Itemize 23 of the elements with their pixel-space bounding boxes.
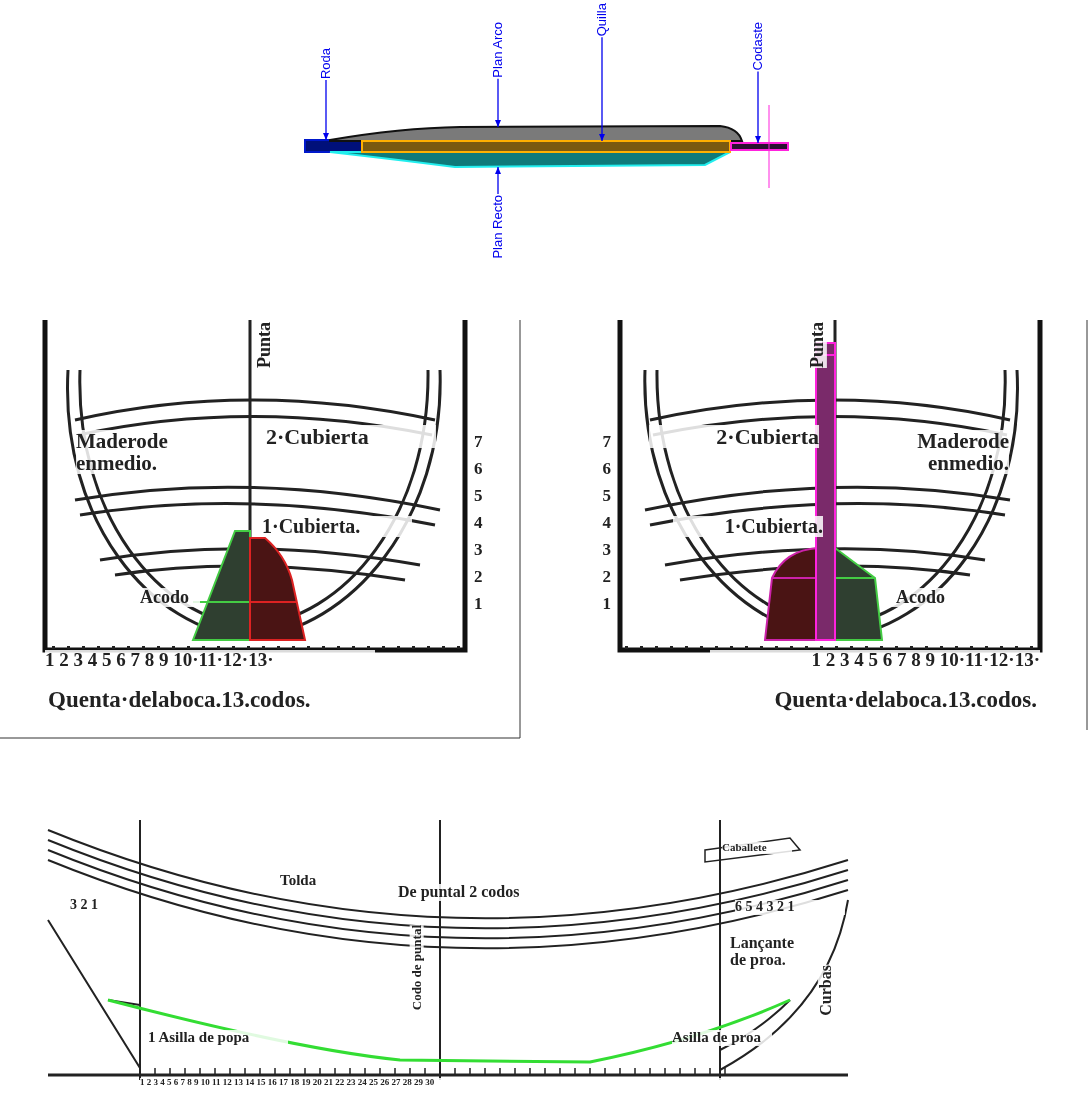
part-label: 2·Cubierta	[649, 425, 819, 449]
part-label: Punta	[808, 322, 827, 368]
part-label: 1·Cubierta.	[673, 516, 823, 537]
part-label: Quilla	[595, 3, 609, 37]
scale-numbers: 6 5 4 3 2 1	[735, 900, 845, 915]
part-label: Roda	[319, 48, 333, 80]
sternpost-piece	[730, 142, 789, 151]
part-label: Plan Arco	[491, 22, 505, 78]
part-label: Codo de puntal	[410, 925, 424, 1011]
part-label: Codaste	[751, 22, 765, 71]
leader-line	[599, 36, 605, 142]
part-label: Acodo	[140, 588, 200, 607]
part-label: 1 Asilla de popa	[148, 1030, 288, 1046]
part-label: 1·Cubierta.	[262, 516, 412, 537]
leader-line	[323, 79, 329, 141]
leader-line	[495, 78, 501, 128]
keel-bar	[361, 140, 731, 153]
part-label: Asilla de proa	[672, 1030, 772, 1046]
part-label: Caballete	[722, 842, 792, 854]
leader-line	[755, 70, 761, 144]
part-label: Plan Recto	[491, 195, 505, 259]
leader-line	[495, 166, 501, 195]
part-label: 2·Cubierta	[266, 425, 436, 449]
